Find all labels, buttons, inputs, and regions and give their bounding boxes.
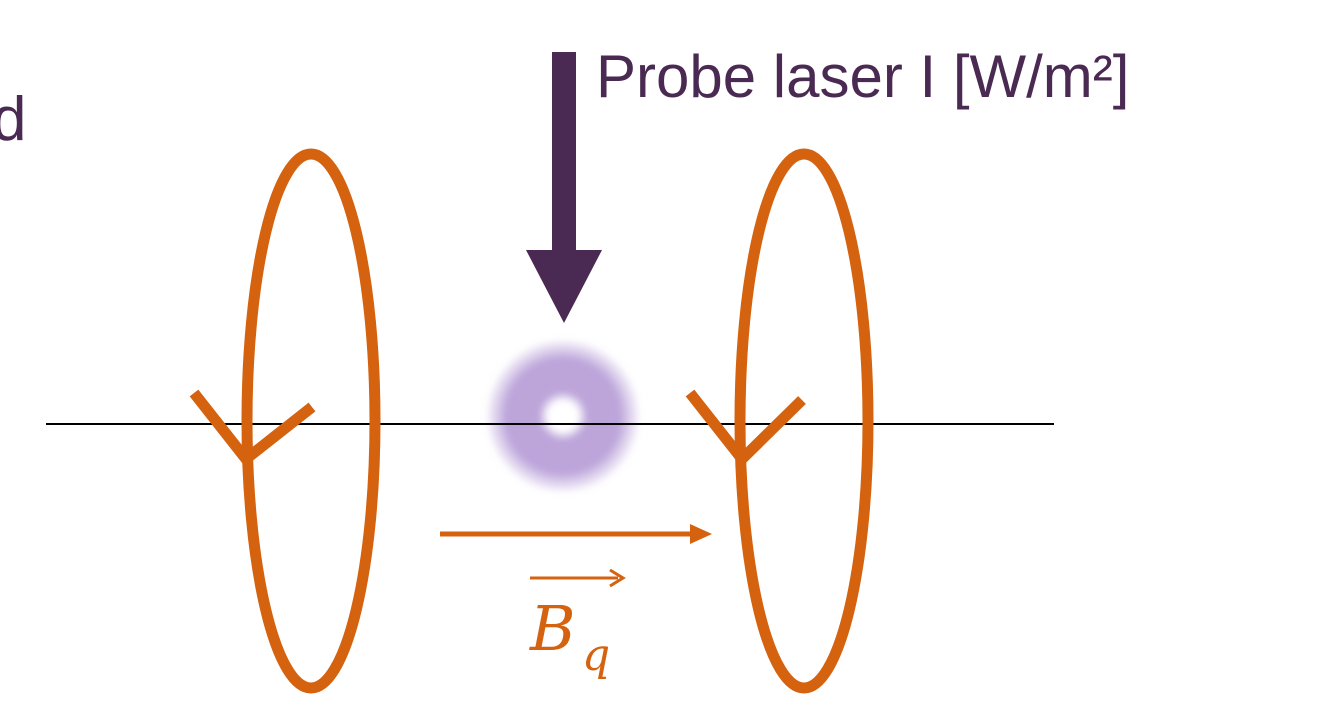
probe-laser-arrowhead (526, 250, 602, 323)
field-subscript: q (582, 630, 610, 681)
partial-label: d (0, 85, 26, 154)
probe-laser-shaft (552, 52, 576, 262)
field-arrow-head (690, 524, 712, 544)
right-coil-loop (734, 148, 874, 694)
probe-laser-label: Probe laser I [W/m²] (596, 43, 1129, 110)
probe-laser-arrow (526, 52, 602, 323)
left-coil-loop (241, 148, 381, 694)
left-coil (189, 148, 381, 694)
field-symbol: B (529, 592, 576, 665)
right-coil (685, 148, 874, 694)
right-coil-current-arrow-icon (685, 389, 806, 468)
field-label: B q (529, 568, 626, 681)
atom-cloud (485, 338, 641, 494)
field-vector-bar-head (609, 568, 626, 588)
left-coil-current-arrow-icon (189, 389, 316, 467)
field-arrow (440, 524, 712, 544)
